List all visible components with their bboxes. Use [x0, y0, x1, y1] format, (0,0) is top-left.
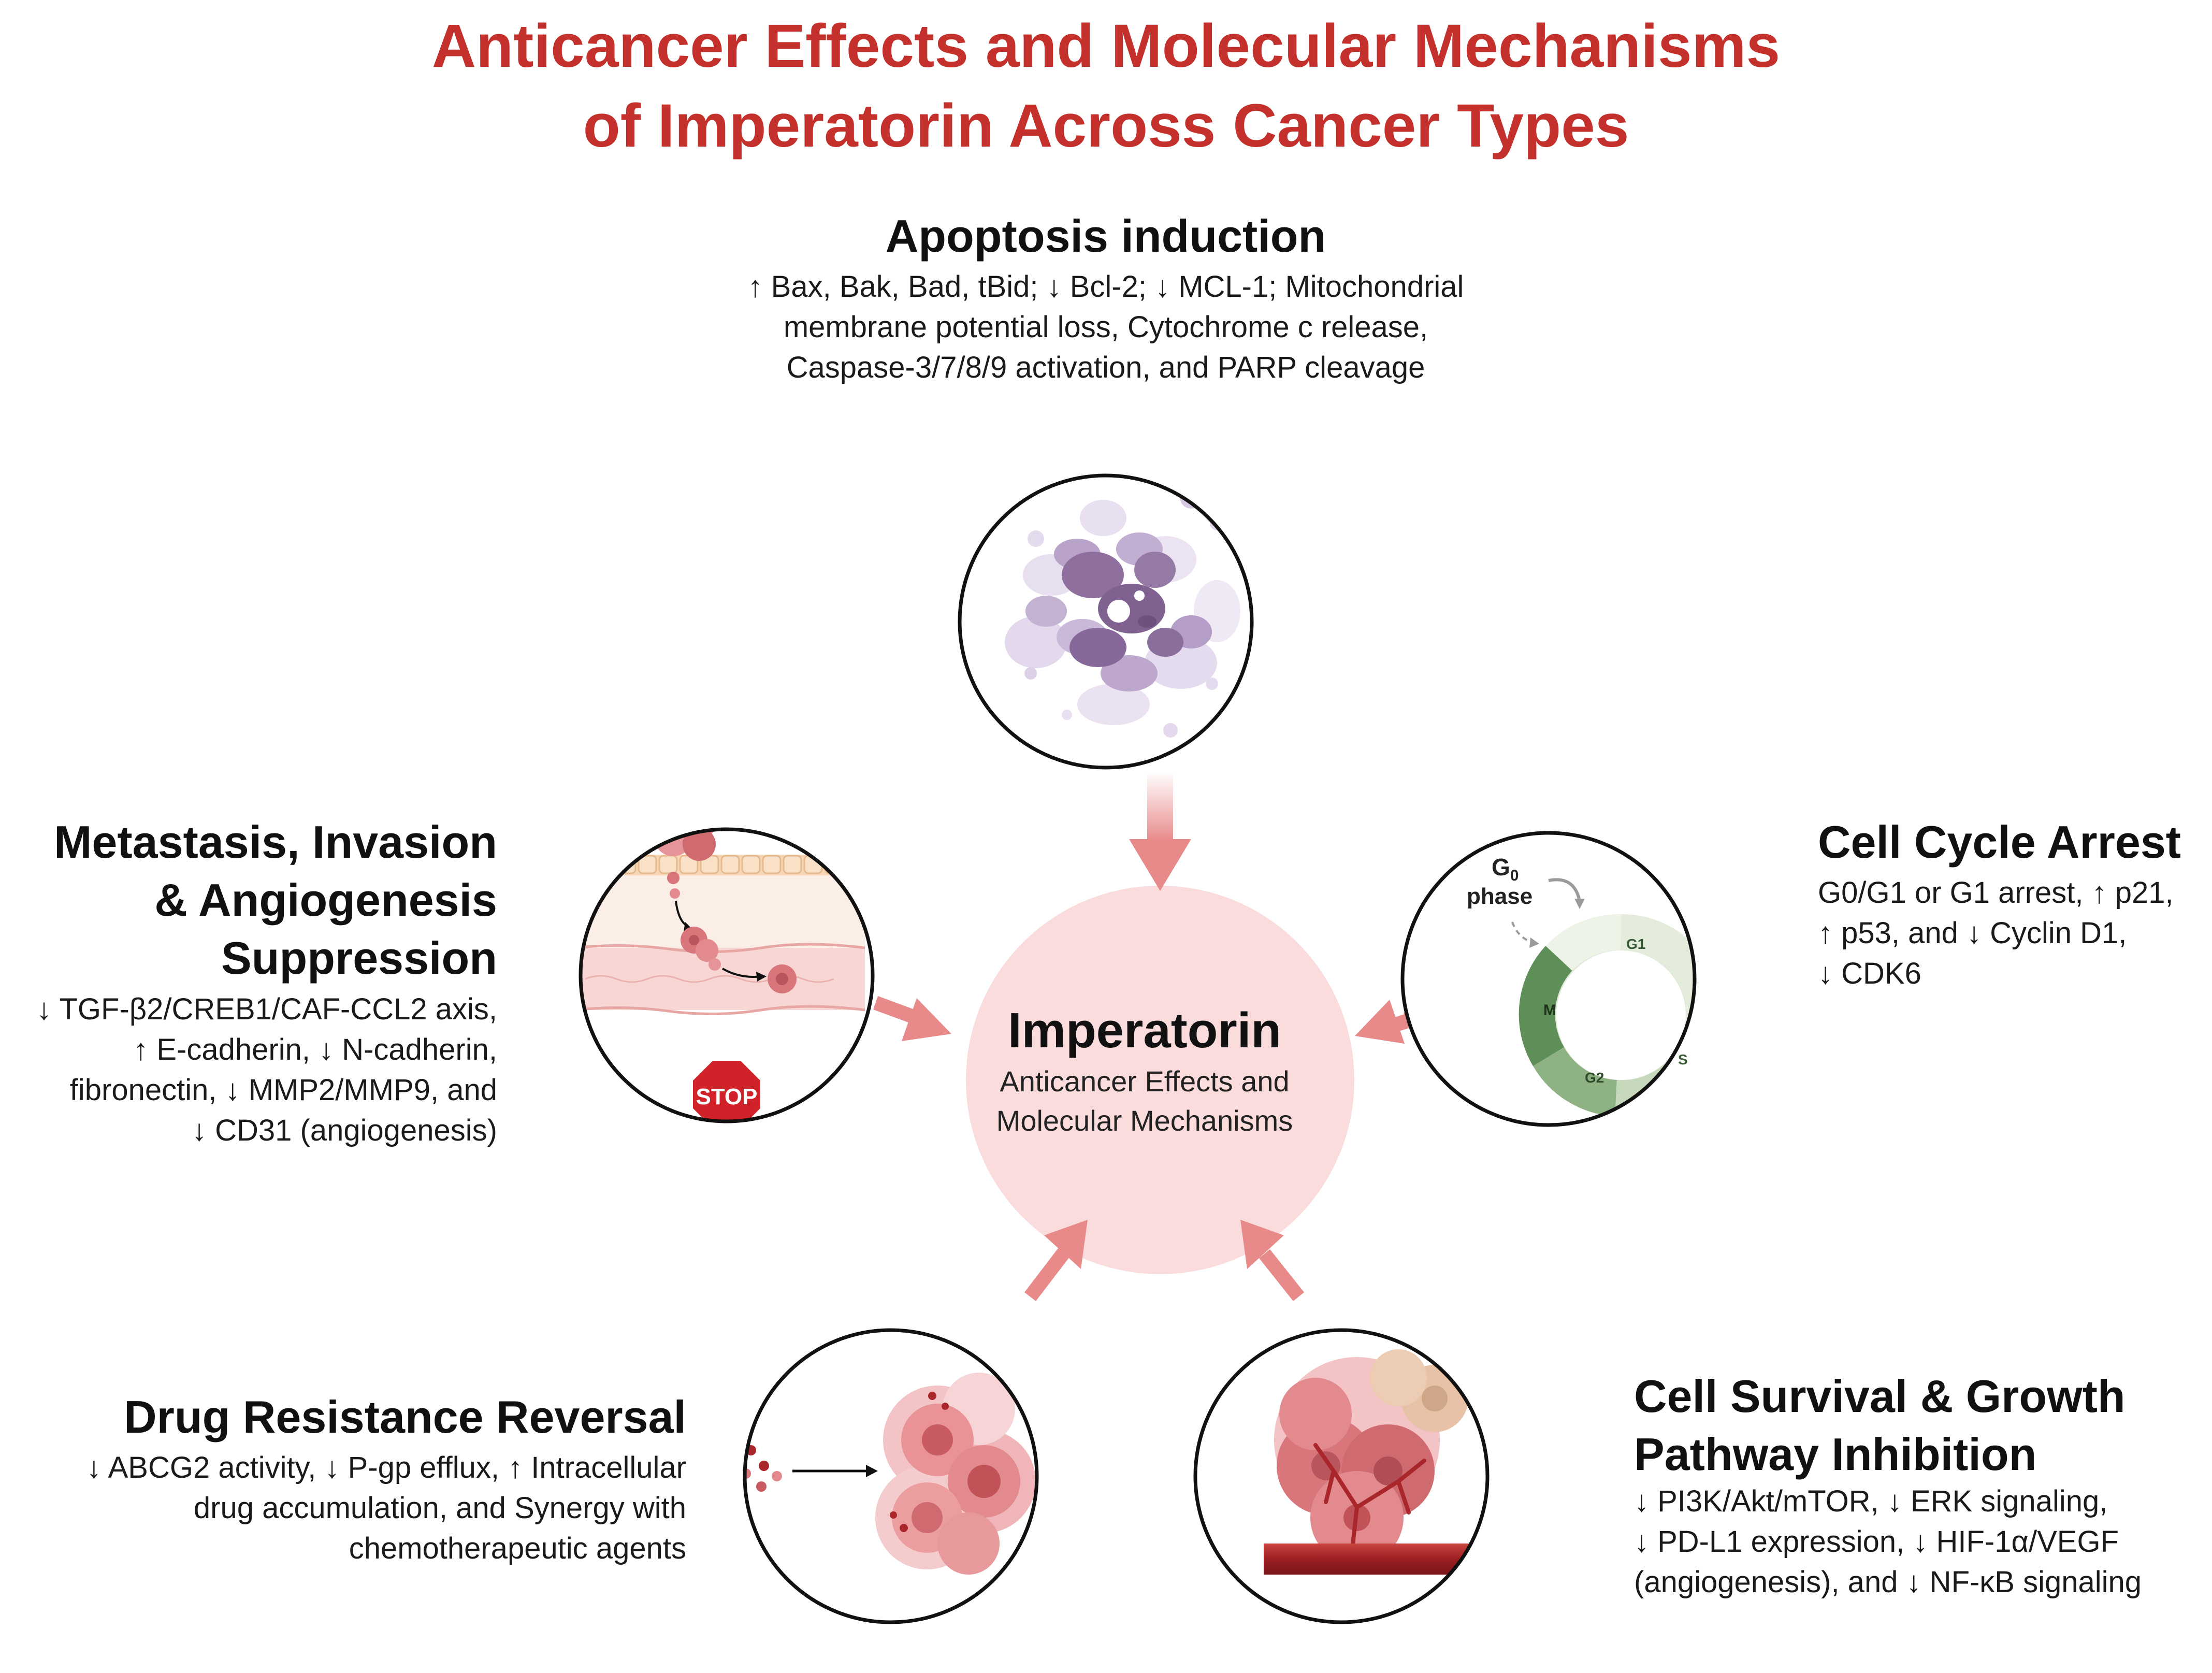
phase-m-label: M — [1543, 1002, 1556, 1019]
survival-heading-line-2: Pathway Inhibition — [1634, 1429, 2037, 1480]
metastasis-heading-line-1: Metastasis, Invasion — [54, 816, 497, 868]
apoptosis-line-2: membrane potential loss, Cytochrome c re… — [783, 310, 1428, 344]
arrow-from-apoptosis — [1129, 772, 1191, 891]
center-title: Imperatorin — [1007, 1003, 1282, 1058]
drug-resistance-circle — [743, 1328, 1039, 1624]
apoptosis-line-3: Caspase-3/7/8/9 activation, and PARP cle… — [786, 351, 1425, 384]
cell-cycle-circle — [1400, 831, 1697, 1127]
metastasis-line-3: fibronectin, ↓ MMP2/MMP9, and — [69, 1073, 497, 1107]
arrow-from-drug-resistance — [1024, 1220, 1088, 1301]
phase-s-label: S — [1678, 1051, 1688, 1068]
cell-cycle-illustration — [1403, 833, 1695, 1125]
drug-resistance-line-2: drug accumulation, and Synergy with — [193, 1491, 686, 1525]
survival-line-2: ↓ PD-L1 expression, ↓ HIF-1α/VEGF — [1634, 1525, 2119, 1559]
survival-body: ↓ PI3K/Akt/mTOR, ↓ ERK signaling, ↓ PD-L… — [1634, 1481, 2204, 1603]
metastasis-heading-line-3: Suppression — [221, 932, 497, 984]
arrow-from-survival — [1240, 1220, 1304, 1301]
drug-resistance-line-1: ↓ ABCG2 activity, ↓ P-gp efflux, ↑ Intra… — [86, 1451, 686, 1484]
metastasis-body: ↓ TGF-β2/CREB1/CAF-CCL2 axis, ↑ E-cadher… — [10, 989, 497, 1151]
cell-cycle-line-2: ↑ p53, and ↓ Cyclin D1, — [1818, 916, 2127, 950]
center-subtitle-line-1: Anticancer Effects and — [1000, 1065, 1290, 1098]
stop-sign-icon — [690, 1058, 763, 1121]
metastasis-circle — [579, 827, 875, 1123]
page-title-line-2: of Imperatorin Across Cancer Types — [583, 92, 1629, 160]
survival-illustration — [1195, 1330, 1487, 1622]
metastasis-line-1: ↓ TGF-β2/CREB1/CAF-CCL2 axis, — [36, 992, 497, 1026]
survival-heading: Cell Survival & Growth Pathway Inhibitio… — [1634, 1367, 2204, 1483]
cell-cycle-line-1: G0/G1 or G1 arrest, ↑ p21, — [1818, 876, 2174, 910]
cell-cycle-line-3: ↓ CDK6 — [1818, 957, 1921, 990]
phase-g1-label: G1 — [1626, 936, 1645, 952]
cell-cycle-body: G0/G1 or G1 arrest, ↑ p21, ↑ p53, and ↓ … — [1818, 873, 2201, 994]
stop-sign-label: STOP — [696, 1084, 757, 1109]
drug-resistance-line-3: chemotherapeutic agents — [349, 1532, 686, 1565]
apoptosis-illustration — [960, 475, 1252, 768]
phase-g2-label: G2 — [1585, 1070, 1604, 1086]
drug-resistance-illustration — [745, 1330, 1037, 1622]
apoptosis-heading: Apoptosis induction — [885, 210, 1326, 262]
drug-resistance-body: ↓ ABCG2 activity, ↓ P-gp efflux, ↑ Intra… — [5, 1448, 686, 1569]
survival-circle — [1193, 1328, 1490, 1624]
apoptosis-circle — [958, 473, 1254, 770]
apoptosis-line-1: ↑ Bax, Bak, Bad, tBid; ↓ Bcl-2; ↓ MCL-1;… — [747, 270, 1464, 304]
cell-cycle-heading: Cell Cycle Arrest — [1818, 816, 2181, 868]
metastasis-heading: Metastasis, Invasion & Angiogenesis Supp… — [21, 813, 497, 987]
metastasis-heading-line-2: & Angiogenesis — [154, 874, 497, 926]
metastasis-line-4: ↓ CD31 (angiogenesis) — [192, 1114, 497, 1147]
apoptosis-body: ↑ Bax, Bak, Bad, tBid; ↓ Bcl-2; ↓ MCL-1;… — [691, 267, 1520, 388]
survival-line-1: ↓ PI3K/Akt/mTOR, ↓ ERK signaling, — [1634, 1484, 2108, 1518]
phase-label: phase — [1467, 884, 1533, 909]
drug-resistance-heading: Drug Resistance Reversal — [124, 1391, 686, 1443]
center-circle — [966, 886, 1354, 1274]
arrow-from-metastasis — [873, 996, 951, 1041]
survival-heading-line-1: Cell Survival & Growth — [1634, 1371, 2126, 1422]
center-label: Imperatorin Anticancer Effects and Molec… — [943, 1000, 1347, 1141]
survival-line-3: (angiogenesis), and ↓ NF-κB signaling — [1634, 1565, 2142, 1599]
metastasis-line-2: ↑ E-cadherin, ↓ N-cadherin, — [133, 1033, 497, 1066]
center-subtitle-line-2: Molecular Mechanisms — [996, 1104, 1293, 1137]
g0-label: G0 — [1492, 854, 1519, 884]
page-title-line-1: Anticancer Effects and Molecular Mechani… — [431, 12, 1781, 80]
